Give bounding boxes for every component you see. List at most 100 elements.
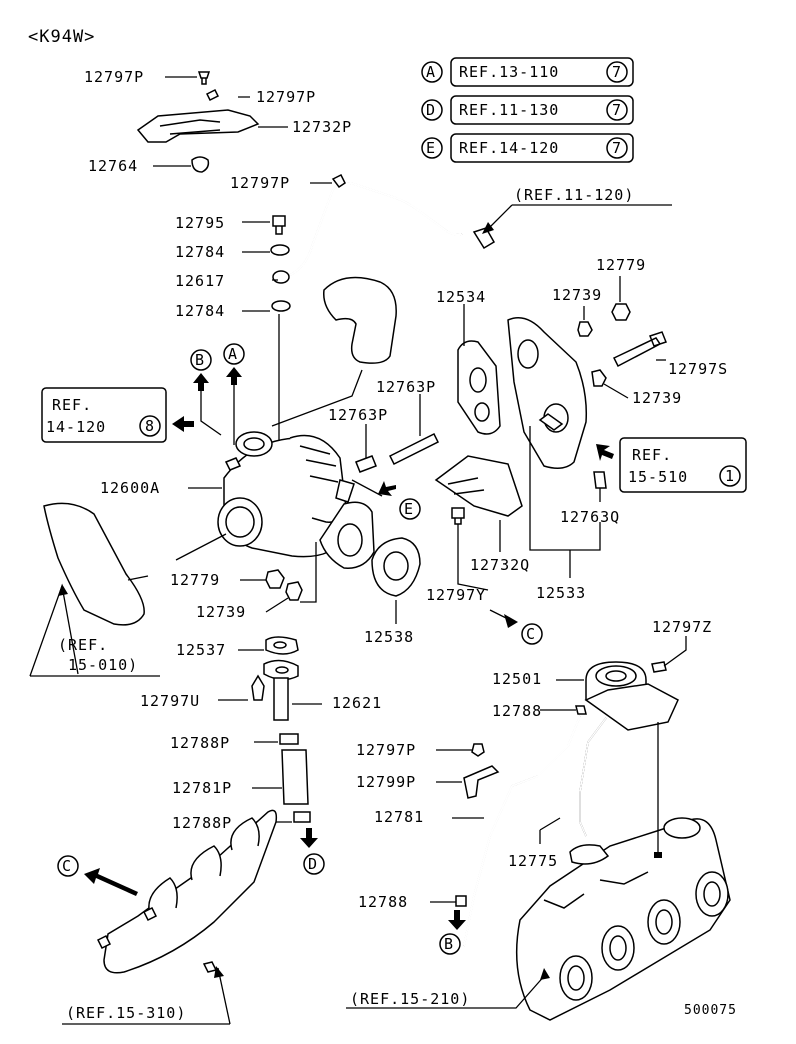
callout-c-low[interactable]: C	[57, 855, 138, 896]
stud-12763P-a	[355, 455, 377, 473]
union-12617	[272, 270, 290, 284]
ref-box-letter: E	[426, 139, 436, 157]
part-label-12739: 12739	[552, 286, 602, 304]
nut-12779-top	[611, 303, 631, 321]
model-code: <K94W>	[28, 27, 95, 47]
sheet-circle	[606, 61, 628, 83]
ref-box-text: REF.13-110	[459, 63, 559, 81]
ref-15-510-box[interactable]: REF. 15-510 1	[596, 437, 747, 493]
hose-end	[472, 227, 496, 250]
callout-letter: C	[62, 857, 72, 875]
ref-box-frame	[450, 95, 634, 125]
ref-box-line2: 14-120	[46, 418, 106, 436]
intake-manifold	[515, 818, 731, 1021]
ref-box-e[interactable]: E REF.14-120 7	[421, 133, 634, 163]
ref-box-text: REF.11-130	[459, 101, 559, 119]
callout-c-mid[interactable]: C	[489, 609, 543, 645]
hose-12781P	[281, 749, 309, 805]
callout-circle	[439, 933, 461, 955]
sheet-circle	[606, 137, 628, 159]
part-label-12795: 12795	[175, 214, 225, 232]
part-label-12538: 12538	[364, 628, 414, 646]
bolt-12797P-lower	[471, 743, 485, 757]
part-label-12779: 12779	[596, 256, 646, 274]
callout-circle	[223, 343, 245, 365]
part-label-12788P: 12788P	[170, 734, 230, 752]
part-label-12600A: 12600A	[100, 479, 160, 497]
bolt-12797P-mid	[205, 88, 220, 102]
callout-circle	[190, 349, 212, 371]
part-label-12788: 12788	[492, 702, 542, 720]
ref-box-frame	[619, 437, 747, 493]
clamp-12788P-lower	[293, 811, 311, 823]
part-label-12533: 12533	[536, 584, 586, 602]
turbocharger-12600A	[217, 431, 355, 558]
callout-circle	[399, 498, 421, 520]
air-elbow-hose	[323, 276, 397, 364]
part-label-12764: 12764	[88, 157, 138, 175]
ref-box-sheet: 8	[145, 417, 155, 435]
nut-12739-side	[591, 369, 607, 387]
callout-letter: E	[404, 500, 414, 518]
arrow-right-icon	[596, 444, 614, 461]
bolt-12797P-pipe	[331, 173, 346, 189]
callout-circle	[521, 623, 543, 645]
part-label-12797P: 12797P	[84, 68, 144, 86]
callout-e-mid[interactable]: E	[351, 479, 421, 520]
ref-note-15-210: (REF.15-210)	[350, 990, 470, 1008]
ref-box-sheet: 7	[612, 63, 622, 81]
callout-b-low[interactable]: B	[439, 910, 466, 955]
callout-a-top[interactable]: A	[223, 343, 245, 445]
oil-pipe-12617	[287, 173, 496, 277]
ref-box-letter: D	[426, 101, 436, 119]
callout-circle	[421, 99, 443, 121]
ref-box-d[interactable]: D REF.11-130 7	[421, 95, 634, 125]
part-label-12534: 12534	[436, 288, 486, 306]
ref-note-15-010-line2: 15-010)	[68, 656, 138, 674]
arrow-right-icon	[504, 614, 518, 628]
callout-letter: B	[195, 351, 205, 369]
part-label-12537: 12537	[176, 641, 226, 659]
callout-letter: A	[228, 345, 238, 363]
part-label-12779: 12779	[170, 571, 220, 589]
stud-12763P-b	[388, 432, 440, 466]
callout-d-low[interactable]: D	[300, 828, 325, 875]
ref-14-120-box[interactable]: REF. 14-120 8	[41, 387, 194, 443]
ref-note-11-120: (REF.11-120)	[514, 186, 634, 204]
ref-box-text: REF.14-120	[459, 139, 559, 157]
callout-letter: B	[444, 935, 454, 953]
exhaust-manifold	[103, 809, 278, 974]
arrow-up-icon	[193, 373, 209, 391]
part-label-12617: 12617	[175, 272, 225, 290]
nut-12739	[285, 581, 303, 601]
part-label-12784: 12784	[175, 302, 225, 320]
washer-12784-upper	[270, 244, 290, 256]
part-label-12732P: 12732P	[292, 118, 352, 136]
part-label-12763P: 12763P	[376, 378, 436, 396]
nut-12779	[265, 569, 285, 589]
arrow-up-icon	[226, 367, 242, 385]
sheet-circle	[719, 465, 741, 487]
clamp-12788-upper	[575, 705, 587, 715]
callout-letter: D	[308, 855, 318, 873]
part-label-12797U: 12797U	[140, 692, 200, 710]
callout-circle	[421, 137, 443, 159]
ref-box-a[interactable]: A REF.13-110 7	[421, 57, 634, 87]
ref-note-15-010-line1: (REF.	[58, 636, 108, 654]
part-label-12781: 12781	[374, 808, 424, 826]
ref-box-frame	[41, 387, 167, 443]
ref-box-line2: 15-510	[628, 468, 688, 486]
callout-letter: C	[526, 625, 536, 643]
arrow-down-icon	[300, 828, 318, 848]
bolt-12797Z	[651, 661, 667, 673]
washer-12784-lower	[271, 300, 291, 312]
part-label-12797P: 12797P	[356, 741, 416, 759]
part-label-12797Z: 12797Z	[652, 618, 712, 636]
drawing-number: 500075	[684, 1003, 737, 1018]
clip-12764	[191, 156, 210, 173]
part-label-12739: 12739	[196, 603, 246, 621]
part-label-12784: 12784	[175, 243, 225, 261]
callout-b-top[interactable]: B	[190, 349, 222, 436]
callout-circle	[421, 61, 443, 83]
